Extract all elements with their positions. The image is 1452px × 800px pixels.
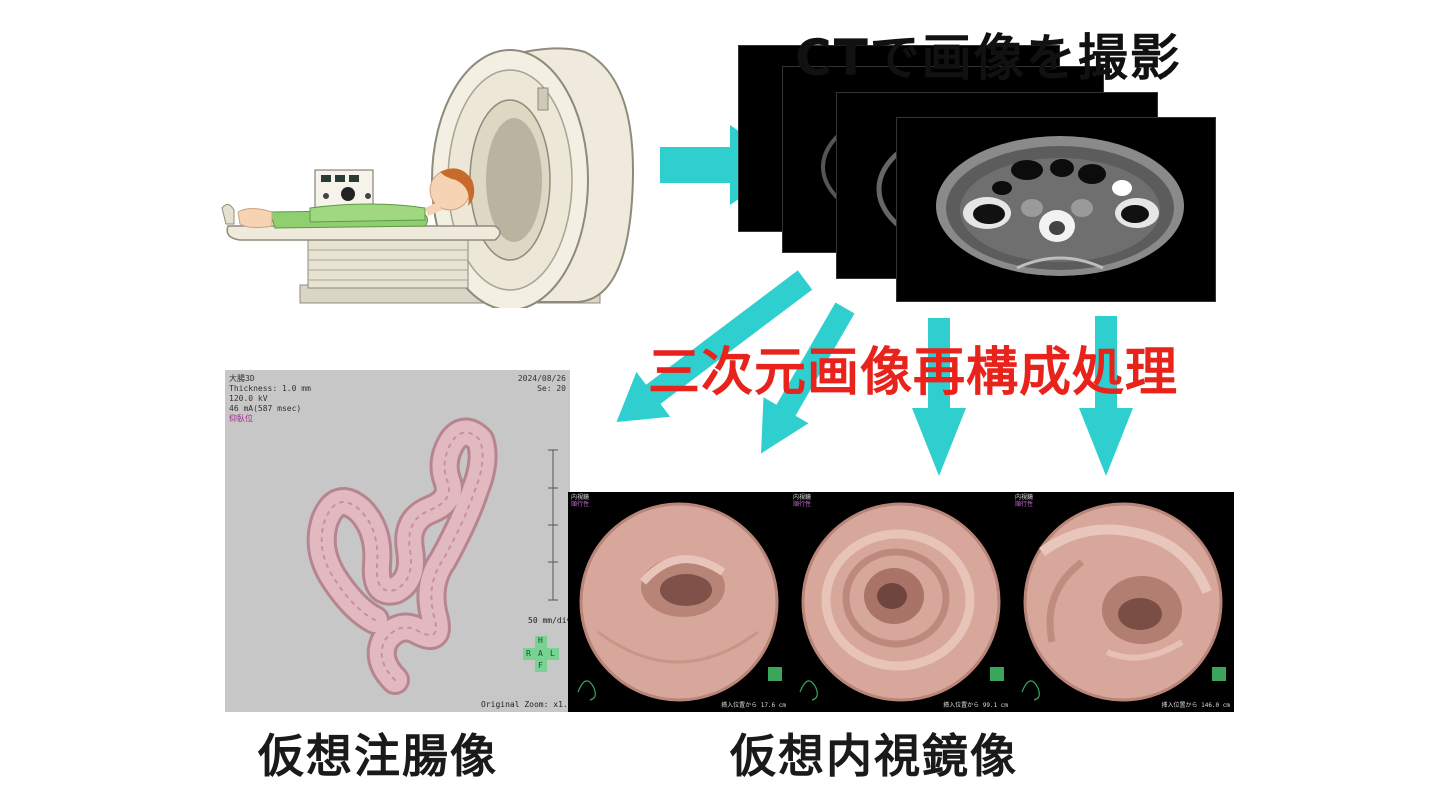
enema-thickness: Thickness: 1.0 mm xyxy=(229,384,311,393)
endoscopy-3-title: 内視鏡 xyxy=(1015,494,1034,501)
endoscopy-2-distance: 挿入位置から 99.1 cm xyxy=(943,702,1008,709)
virtual-endoscopy-caption: 仮想内視鏡像 xyxy=(730,729,1018,783)
endoscopy-view-1 xyxy=(577,502,782,702)
virtual-enema-caption: 仮想注腸像 xyxy=(258,729,498,783)
endoscopy-3-label: 内視鏡 順行性 xyxy=(1015,494,1033,508)
endoscopy-view-3 xyxy=(1021,502,1226,702)
endoscopy-1-subtitle: 順行性 xyxy=(571,501,590,508)
enema-kv: 120.0 kV xyxy=(229,394,268,403)
enema-series: Se: 20 xyxy=(537,384,566,393)
endoscopy-1-label: 内視鏡 順行性 xyxy=(571,494,589,508)
endoscopy-3-distance: 挿入位置から 146.0 cm xyxy=(1161,702,1230,709)
enema-position: 仰臥位 xyxy=(229,414,253,423)
enema-scale-label: 50 mm/div xyxy=(528,616,570,625)
reconstruction-heading: 三次元画像再構成処理 xyxy=(648,343,1179,403)
endoscopy-2-label: 内視鏡 順行性 xyxy=(793,494,811,508)
virtual-endoscopy-panel-2: 内視鏡 順行性 挿入位置から 99.1 cm xyxy=(790,492,1012,712)
endoscopy-view-2 xyxy=(799,502,1004,702)
enema-date: 2024/08/26 xyxy=(517,374,566,383)
endoscopy-3-subtitle: 順行性 xyxy=(1015,501,1034,508)
ct-scanner-illustration xyxy=(221,47,634,308)
enema-ma: 46 mA(587 msec) xyxy=(229,404,302,413)
ct-slice-front xyxy=(896,117,1216,302)
virtual-enema-panel: 大腸3D Thickness: 1.0 mm 120.0 kV 46 mA(58… xyxy=(225,370,570,712)
orientation-left: R xyxy=(526,649,531,658)
virtual-endoscopy-panel-3: 内視鏡 順行性 挿入位置から 146.0 cm xyxy=(1012,492,1234,712)
enema-date-block: 2024/08/26 Se: 20 xyxy=(518,374,566,394)
virtual-endoscopy-panel-1: 内視鏡 順行性 挿入位置から 17.6 cm xyxy=(568,492,790,712)
colon-model-render xyxy=(306,417,559,695)
orientation-top: H xyxy=(538,636,543,645)
ct-capture-heading: CTで画像を撮影 xyxy=(795,29,1182,87)
endoscopy-2-subtitle: 順行性 xyxy=(793,501,812,508)
enema-metadata: 大腸3D Thickness: 1.0 mm 120.0 kV 46 mA(58… xyxy=(229,374,311,424)
endoscopy-1-distance: 挿入位置から 17.6 cm xyxy=(721,702,786,709)
orientation-bottom: F xyxy=(538,661,543,670)
endoscopy-1-title: 内視鏡 xyxy=(571,494,590,501)
enema-series-label: 大腸3D xyxy=(229,374,255,383)
enema-zoom-label: Original Zoom: x1.1 xyxy=(481,700,570,709)
orientation-center: A xyxy=(538,649,543,658)
endoscopy-2-title: 内視鏡 xyxy=(793,494,812,501)
orientation-right: L xyxy=(550,649,555,658)
reconstruction-arrows xyxy=(616,270,1133,476)
